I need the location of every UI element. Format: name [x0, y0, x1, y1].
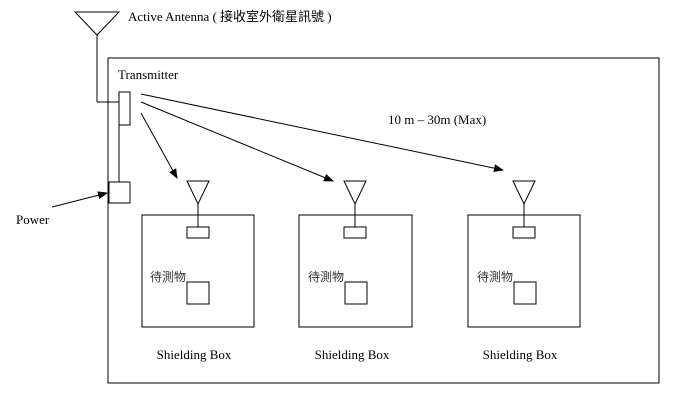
active-antenna-icon: [73, 11, 121, 103]
dut-label: 待測物: [308, 270, 344, 284]
device-under-test: [513, 281, 537, 305]
shielding-box: [467, 214, 581, 328]
box-antenna-icon: [186, 180, 210, 206]
transmission-arrow-1: [140, 112, 178, 179]
shielding-box-group: 待測物 Shielding Box: [141, 180, 255, 362]
device-under-test: [344, 281, 368, 305]
transmitter-label: Transmitter: [118, 67, 179, 82]
shielding-box: [298, 214, 413, 328]
dut-label: 待測物: [150, 270, 186, 284]
shielding-box-group: 待測物 Shielding Box: [298, 180, 413, 362]
transmission-arrow-2: [140, 101, 334, 182]
range-label: 10 m – 30m (Max): [388, 112, 486, 127]
box-antenna-icon: [343, 180, 367, 206]
shielding-box-label: Shielding Box: [157, 347, 232, 362]
transmission-arrow-3: [140, 93, 504, 173]
device-under-test: [186, 281, 210, 305]
receiver-module: [343, 226, 367, 239]
shielding-box-group: 待測物 Shielding Box: [467, 180, 581, 362]
receiver-module: [512, 226, 536, 239]
receiver-module: [186, 226, 210, 239]
active-antenna-label: Active Antenna ( 接收室外衛星訊號 ): [128, 9, 332, 24]
shielding-box-label: Shielding Box: [483, 347, 558, 362]
power-label: Power: [16, 212, 50, 227]
shielding-box: [141, 214, 255, 328]
power-pointer-arrow: [51, 191, 108, 208]
outer-enclosure: [107, 57, 660, 384]
shielding-box-label: Shielding Box: [315, 347, 390, 362]
transmitter-device: [118, 91, 131, 126]
power-supply: [108, 181, 131, 204]
box-antenna-icon: [512, 180, 536, 206]
dut-label: 待測物: [477, 270, 513, 284]
